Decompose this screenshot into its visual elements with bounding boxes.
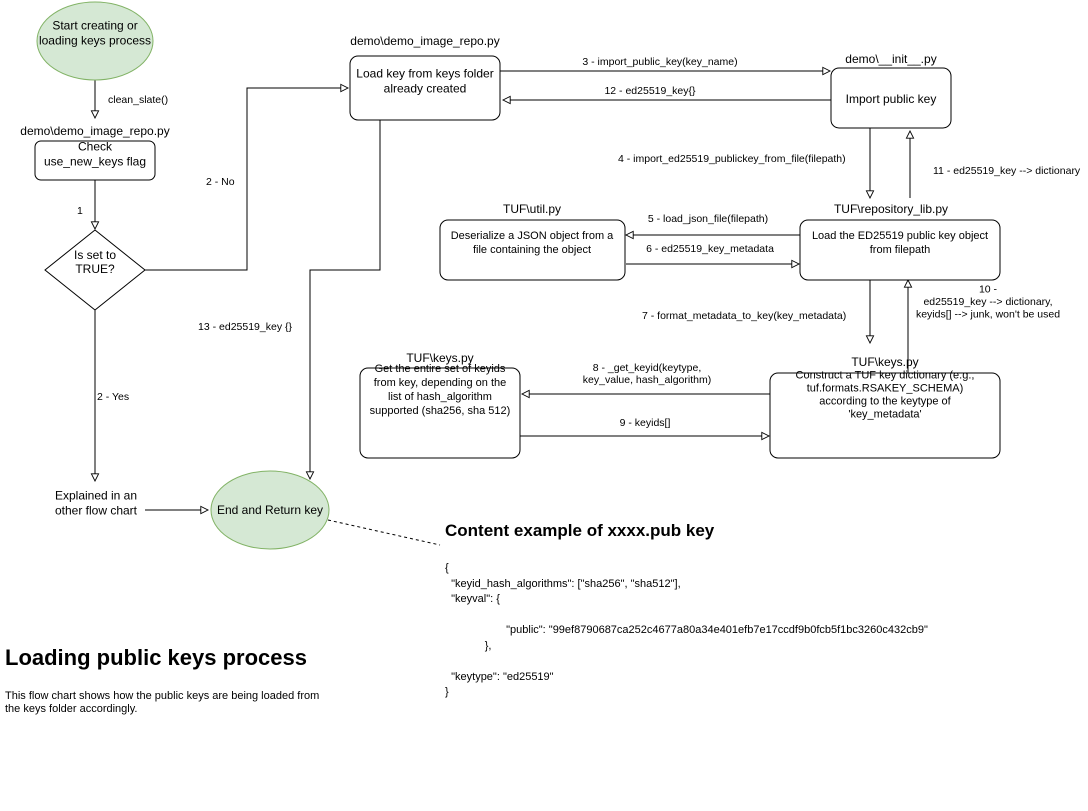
- edge-label-11: 11 - ed25519_key --> dictionary: [933, 165, 1081, 177]
- edge-label-13: 13 - ed25519_key {}: [198, 321, 292, 333]
- text-line: key_value, hash_algorithm): [583, 374, 711, 386]
- edge-label-9: 9 - keyids[]: [620, 417, 671, 429]
- edge-decision-no: [145, 88, 348, 271]
- text-line: Explained in an: [55, 489, 137, 503]
- text-line: 'key_metadata': [848, 409, 921, 421]
- edge-label-12: 12 - ed25519_key{}: [604, 85, 696, 97]
- edge-label-4: 4 - import_ed25519_publickey_from_file(f…: [618, 153, 846, 165]
- file-labels: demo\demo_image_repo.py demo\demo_image_…: [20, 34, 948, 369]
- edge-13-return-key: [310, 120, 381, 479]
- edge-label-1: 1: [77, 205, 83, 217]
- text-line: loading keys process: [39, 34, 151, 48]
- code-line: [445, 608, 928, 624]
- text-line: keyids[] --> junk, won't be used: [916, 309, 1060, 321]
- file-label-demo-repo-top: demo\demo_image_repo.py: [350, 34, 499, 48]
- edge-label-2-yes: 2 - Yes: [97, 391, 129, 403]
- code-line: "keytype": "ed25519": [445, 670, 554, 683]
- file-label-tuf-util: TUF\util.py: [503, 202, 561, 216]
- deserialize-text: Deserialize a JSON object from a file con…: [451, 230, 614, 256]
- code-line: [445, 654, 928, 670]
- connector-end-to-example: [327, 519, 441, 546]
- text-line: use_new_keys flag: [44, 155, 146, 169]
- code-line: "keyval": {: [445, 593, 500, 605]
- edge-label-2-no: 2 - No: [206, 176, 235, 188]
- start-node: [36, 1, 154, 81]
- file-label-demo-init: demo\__init__.py: [845, 52, 936, 66]
- edge-label-5: 5 - load_json_file(filepath): [648, 213, 768, 225]
- page-description: This flow chart shows how the public key…: [5, 690, 320, 715]
- text-line: other flow chart: [55, 504, 138, 518]
- edge-label-clean-slate: clean_slate(): [108, 94, 168, 106]
- text-line: End and Return key: [217, 503, 323, 517]
- edge-label-10: 10 -ed25519_key --> dictionary,keyids[] …: [916, 284, 1060, 321]
- deserialize-node: [439, 219, 626, 281]
- code-line: "keyid_hash_algorithms": ["sha256", "sha…: [445, 577, 681, 590]
- text-line: Get the entire set of keyids: [375, 363, 506, 375]
- get-keyids-node: [359, 367, 521, 459]
- edge-label-3: 3 - import_public_key(key_name): [582, 56, 737, 68]
- construct-text: Construct a TUF key dictionary (e.g.,tuf…: [796, 370, 975, 421]
- decision-node: [44, 229, 146, 311]
- text-line: TRUE?: [75, 262, 115, 276]
- text-line: ed25519_key --> dictionary,: [923, 296, 1052, 308]
- text-line: Load the ED25519 public key object: [812, 230, 988, 242]
- file-label-tuf-keys-left: TUF\keys.py: [406, 351, 473, 365]
- text-line: according to the keytype of: [819, 396, 951, 408]
- text-line: Is set to: [74, 248, 116, 262]
- edges: [95, 71, 910, 546]
- file-label-tuf-keys-right: TUF\keys.py: [851, 355, 918, 369]
- load-ed25519-node: [799, 219, 1001, 281]
- check-node: [34, 140, 156, 181]
- file-label-demo-repo-left: demo\demo_image_repo.py: [20, 124, 169, 138]
- import-public-key-text: Import public key: [846, 92, 937, 106]
- edge-label-7: 7 - format_metadata_to_key(key_metadata): [642, 310, 846, 322]
- page-title: Loading public keys process: [5, 645, 307, 670]
- code-line: "public": "99ef8790687ca252c4677a80a34e4…: [445, 624, 928, 636]
- text-line: Construct a TUF key dictionary (e.g.,: [796, 370, 975, 382]
- text-line: supported (sha256, sha 512): [370, 405, 511, 417]
- text-line: from filepath: [870, 244, 931, 256]
- text-line: Start creating or: [52, 19, 137, 33]
- nodes: [34, 1, 1001, 550]
- text-line: Deserialize a JSON object from a: [451, 230, 614, 242]
- load-ed25519-text: Load the ED25519 public key object from f…: [812, 230, 988, 256]
- import-public-key-node: [830, 67, 952, 129]
- construct-node: [769, 372, 1001, 459]
- end-text: End and Return key: [217, 503, 323, 517]
- end-node: [210, 470, 330, 550]
- edge-labels: clean_slate() 1 2 - No 2 - Yes 3 - impor…: [77, 56, 1081, 429]
- code-line: }: [445, 686, 449, 698]
- text-line: list of hash_algorithm: [388, 391, 492, 403]
- get-keyids-text: Get the entire set of keyids from key, de…: [370, 363, 511, 417]
- text-line: already created: [384, 82, 467, 96]
- code-line: },: [445, 639, 492, 652]
- edge-label-6: 6 - ed25519_key_metadata: [646, 243, 774, 255]
- text-line: 8 - _get_keyid(keytype,: [593, 362, 702, 374]
- load-key-node: [349, 55, 501, 121]
- text-line: 10 -: [979, 284, 998, 296]
- text-line: file containing the object: [473, 244, 591, 256]
- text-line: Check: [78, 140, 113, 154]
- text-line: tuf.formats.RSAKEY_SCHEMA): [807, 383, 964, 395]
- edge-label-8: 8 - _get_keyid(keytype,key_value, hash_a…: [583, 362, 711, 386]
- example-title: Content example of xxxx.pub key: [445, 521, 715, 540]
- text-line: Load key from keys folder: [356, 67, 493, 81]
- text-line: Import public key: [846, 92, 937, 106]
- text-line: from key, depending on the: [374, 377, 507, 389]
- file-label-tuf-repolib: TUF\repository_lib.py: [834, 202, 948, 216]
- code-line: {: [445, 562, 449, 574]
- example-code: { "keyid_hash_algorithms": ["sha256", "s…: [445, 561, 928, 701]
